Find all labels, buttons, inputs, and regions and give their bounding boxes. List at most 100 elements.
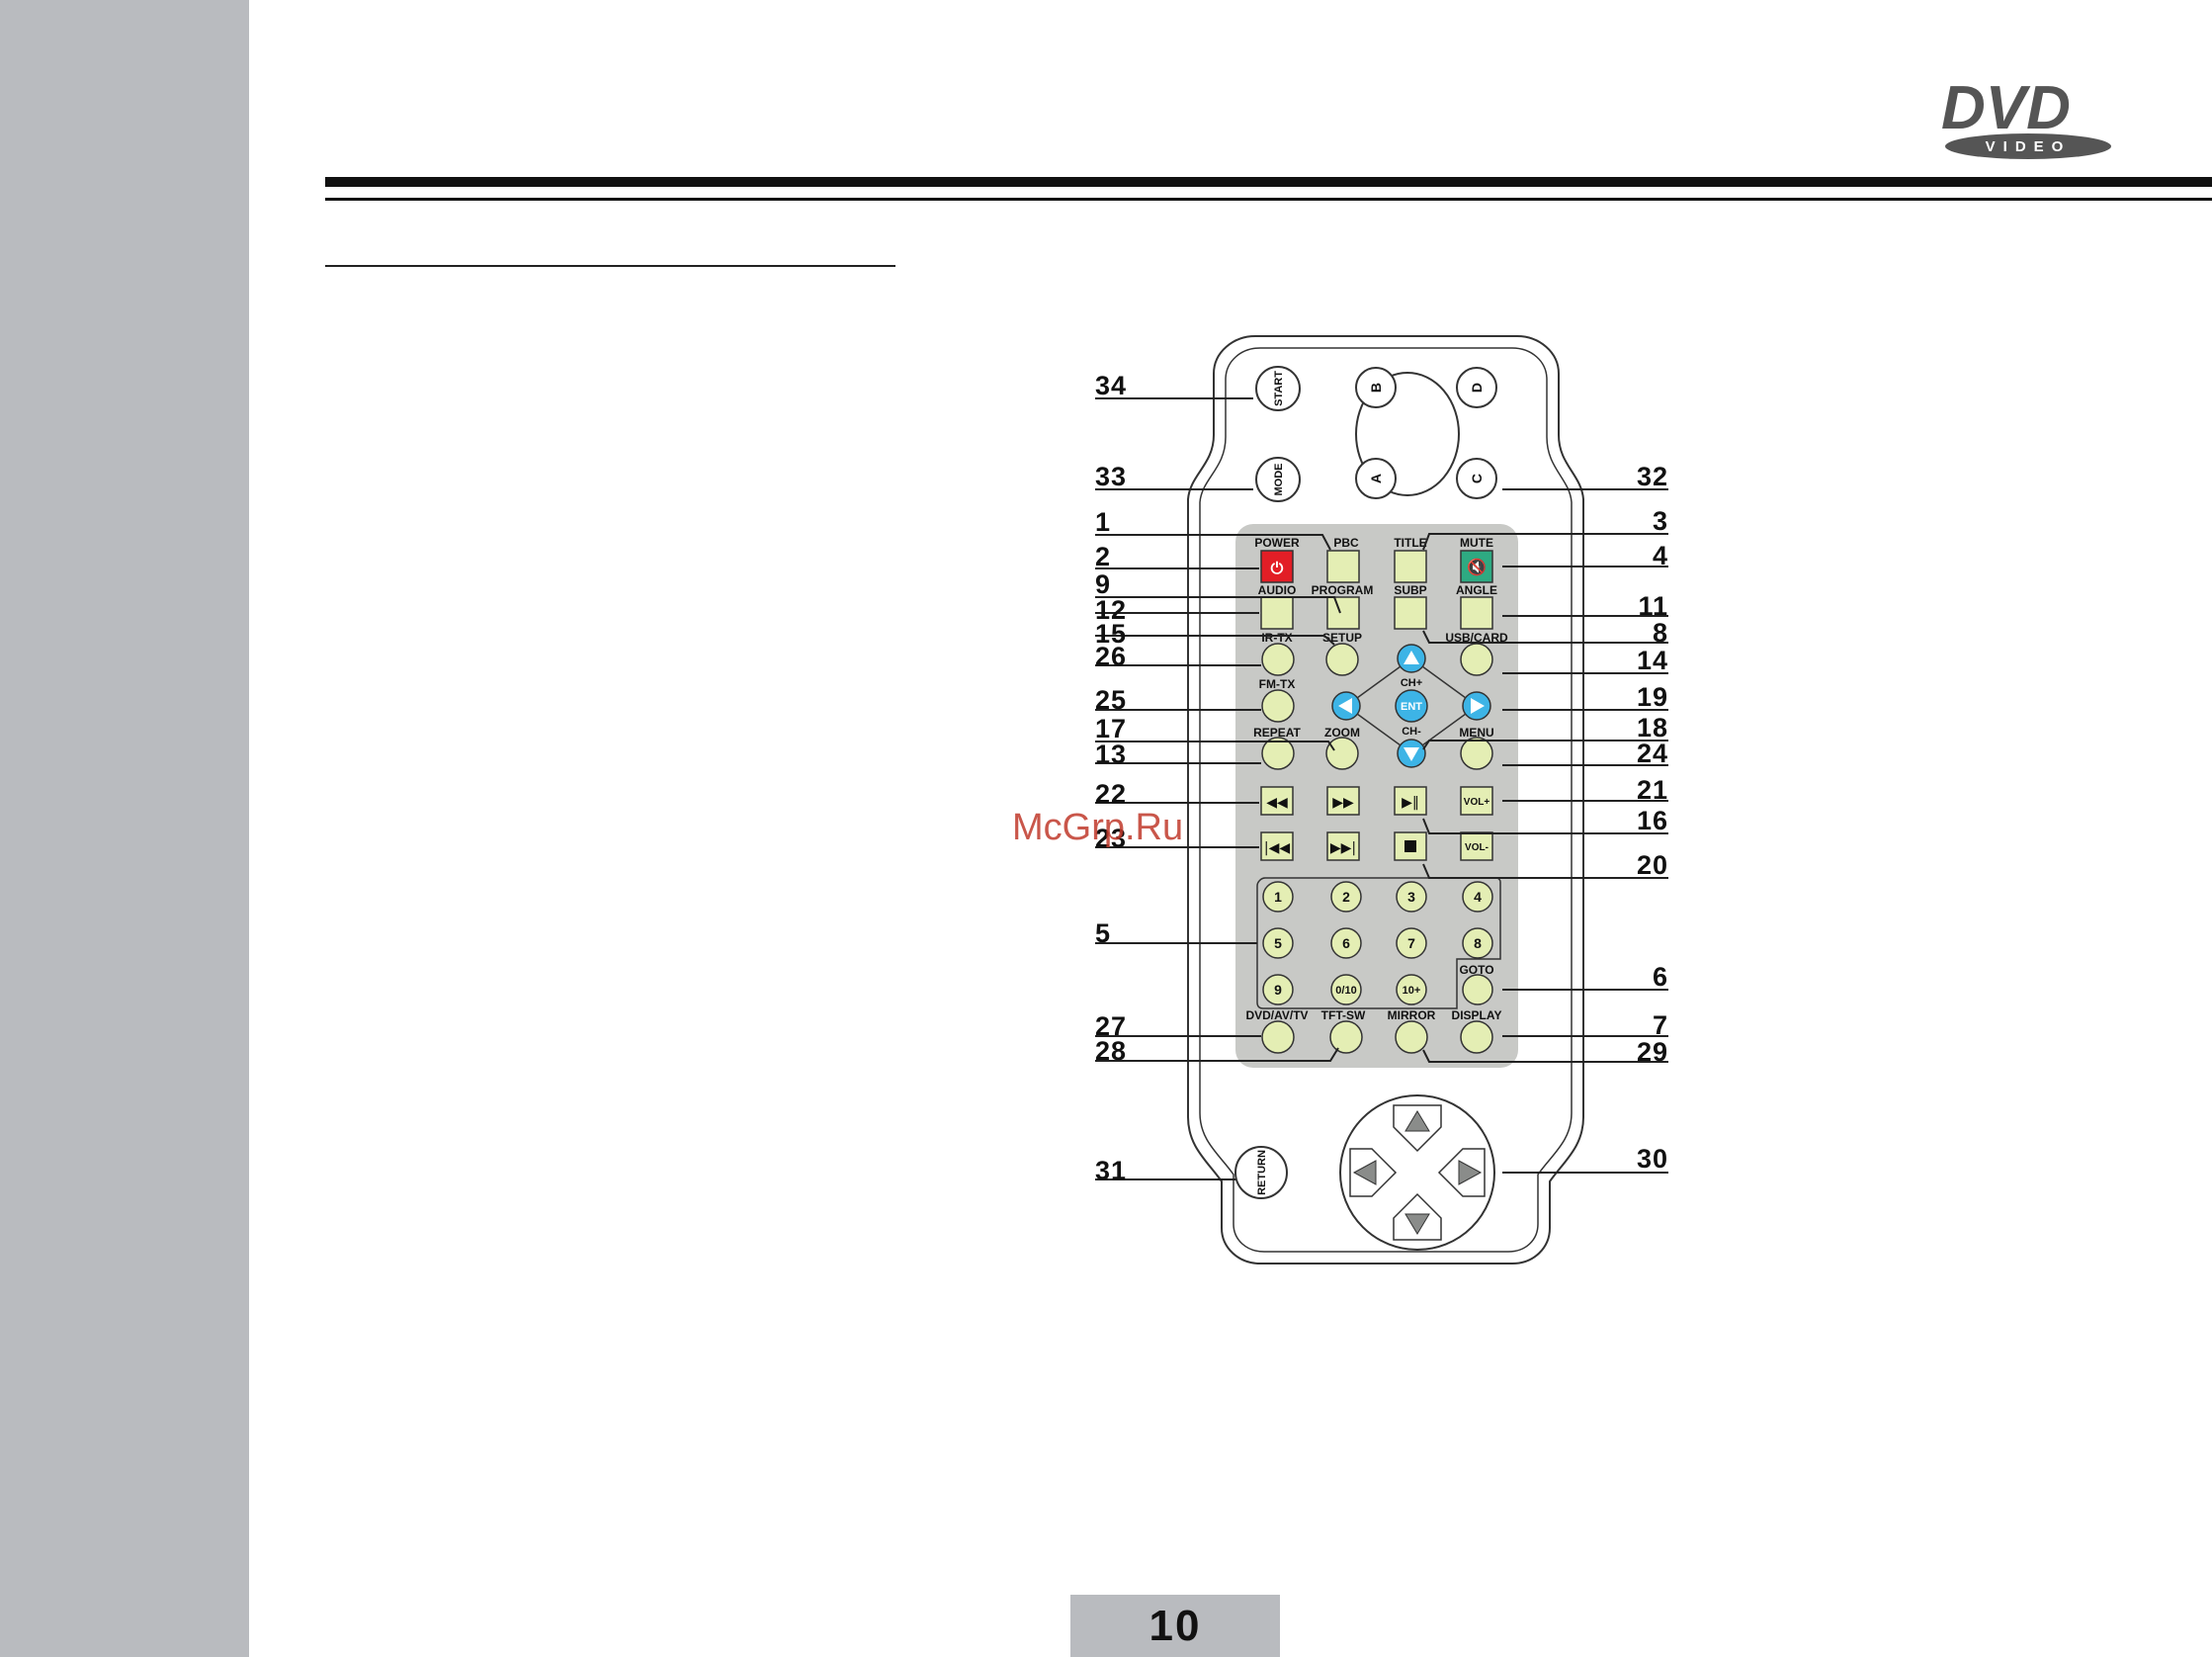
power-icon: ⏻	[1271, 559, 1284, 577]
ir-tx-label: IR-TX	[1261, 631, 1292, 645]
callout-13: 13	[1095, 740, 1127, 769]
a-button[interactable]: A	[1355, 458, 1397, 499]
dvd-av-tv-label: DVD/AV/TV	[1245, 1008, 1308, 1022]
program-button[interactable]	[1326, 596, 1360, 630]
next-button[interactable]: ▶▶|	[1326, 831, 1360, 861]
title-button[interactable]	[1394, 550, 1427, 583]
angle-button[interactable]	[1460, 596, 1493, 630]
ent-button[interactable]: ENT	[1395, 689, 1428, 723]
dpad-up-button[interactable]	[1393, 1104, 1442, 1153]
subp-button[interactable]	[1394, 596, 1427, 630]
ch-down-button[interactable]	[1397, 739, 1426, 768]
callout-14: 14	[1637, 646, 1668, 675]
b-button[interactable]: B	[1355, 367, 1397, 408]
callout-8: 8	[1653, 618, 1668, 648]
callout-lines-left	[1095, 397, 1341, 1180]
digit-0-10-label: 0/10	[1335, 985, 1356, 997]
left-arrow-icon	[1338, 698, 1352, 714]
dvd-av-tv-button[interactable]	[1261, 1020, 1295, 1054]
digit-5-button[interactable]: 5	[1262, 927, 1294, 959]
digit-2-button[interactable]: 2	[1330, 881, 1362, 913]
menu-button[interactable]	[1460, 737, 1493, 770]
callout-2: 2	[1095, 542, 1111, 571]
power-button[interactable]: ⏻	[1260, 550, 1294, 583]
tft-sw-button[interactable]	[1329, 1020, 1363, 1054]
setup-label: SETUP	[1322, 631, 1362, 645]
title-label: TITLE	[1394, 536, 1426, 550]
power-label: POWER	[1254, 536, 1300, 550]
subp-label: SUBP	[1394, 583, 1426, 597]
repeat-label: REPEAT	[1253, 726, 1301, 740]
fast-forward-button[interactable]: ▶▶	[1326, 786, 1360, 816]
start-button[interactable]: START	[1255, 366, 1301, 411]
dpad-left-button[interactable]	[1349, 1148, 1398, 1197]
previous-button[interactable]: |◀◀	[1260, 831, 1294, 861]
ch-up-button[interactable]	[1397, 644, 1426, 673]
left-button[interactable]	[1331, 691, 1361, 721]
goto-button[interactable]	[1462, 974, 1493, 1005]
page-number: 10	[1070, 1595, 1280, 1657]
rewind-button[interactable]: ◀◀	[1260, 786, 1294, 816]
mirror-button[interactable]	[1395, 1020, 1428, 1054]
pbc-button[interactable]	[1326, 550, 1360, 583]
digit-10-plus-label: 10+	[1403, 985, 1421, 997]
vol-plus-button[interactable]: VOL+	[1460, 786, 1493, 816]
header-rule-thick	[325, 177, 2212, 187]
right-button[interactable]	[1462, 691, 1491, 721]
callout-6: 6	[1653, 962, 1668, 992]
digit-6-button[interactable]: 6	[1330, 927, 1362, 959]
digit-0-10-button[interactable]: 0/10	[1330, 974, 1362, 1005]
mode-button-label: MODE	[1273, 464, 1285, 496]
callout-9: 9	[1095, 569, 1111, 599]
callout-30: 30	[1637, 1144, 1668, 1174]
dpad-left-icon	[1352, 1160, 1377, 1185]
digit-1-button[interactable]: 1	[1262, 881, 1294, 913]
digit-7-button[interactable]: 7	[1396, 927, 1427, 959]
dpad-down-button[interactable]	[1393, 1192, 1442, 1241]
fm-tx-button[interactable]	[1261, 689, 1295, 723]
digit-9-button[interactable]: 9	[1262, 974, 1294, 1005]
zoom-label: ZOOM	[1324, 726, 1360, 740]
vol-minus-button[interactable]: VOL-	[1460, 831, 1493, 861]
digit-10-plus-button[interactable]: 10+	[1396, 974, 1427, 1005]
repeat-button[interactable]	[1261, 737, 1295, 770]
digit-4-label: 4	[1474, 889, 1482, 905]
tft-sw-label: TFT-SW	[1321, 1008, 1366, 1022]
setup-button[interactable]	[1325, 643, 1359, 676]
digit-8-button[interactable]: 8	[1462, 927, 1493, 959]
callout-5: 5	[1095, 918, 1111, 948]
ir-tx-button[interactable]	[1261, 643, 1295, 676]
vol-minus-label: VOL-	[1465, 842, 1489, 853]
callout-32: 32	[1637, 462, 1668, 491]
digit-3-button[interactable]: 3	[1396, 881, 1427, 913]
stop-button[interactable]	[1394, 831, 1427, 861]
return-button[interactable]: RETURN	[1234, 1146, 1288, 1199]
mute-button[interactable]: 🔇	[1460, 550, 1493, 583]
mode-button[interactable]: MODE	[1255, 457, 1301, 502]
callout-17: 17	[1095, 714, 1127, 743]
goto-label: GOTO	[1459, 963, 1493, 977]
previous-icon: |◀◀	[1264, 840, 1290, 856]
callout-18: 18	[1637, 713, 1668, 742]
callout-11: 11	[1638, 591, 1668, 621]
play-pause-button[interactable]: ▶‖	[1394, 786, 1427, 816]
dpad-up-icon	[1404, 1110, 1430, 1132]
callout-3: 3	[1653, 506, 1668, 536]
callout-19: 19	[1637, 682, 1668, 712]
callout-7: 7	[1653, 1010, 1668, 1040]
callout-lines-right	[1422, 488, 1668, 1174]
audio-button[interactable]	[1260, 596, 1294, 630]
usb-card-button[interactable]	[1460, 643, 1493, 676]
down-arrow-icon	[1404, 747, 1419, 761]
callout-28: 28	[1095, 1036, 1127, 1066]
b-button-label: B	[1368, 383, 1384, 392]
d-button[interactable]: D	[1456, 367, 1497, 408]
left-sidebar-band	[0, 0, 249, 1657]
dpad-right-button[interactable]	[1437, 1148, 1486, 1197]
zoom-button[interactable]	[1325, 737, 1359, 770]
digit-4-button[interactable]: 4	[1462, 881, 1493, 913]
display-button[interactable]	[1460, 1020, 1493, 1054]
usb-card-label: USB/CARD	[1445, 631, 1508, 645]
c-button[interactable]: C	[1456, 458, 1497, 499]
